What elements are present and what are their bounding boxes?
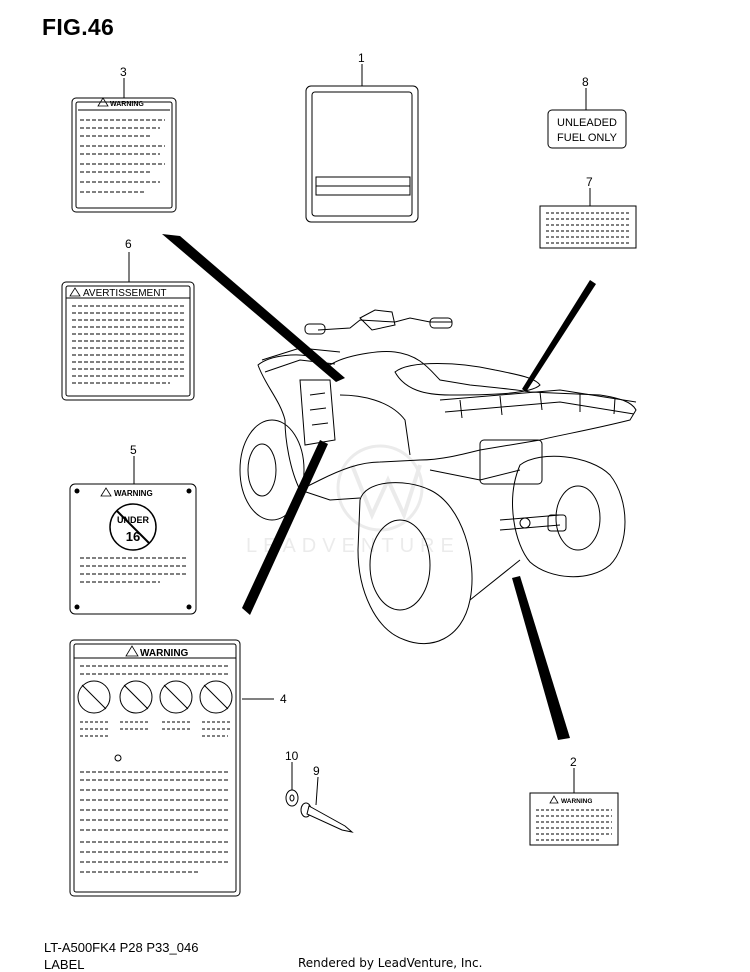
watermark-text: LEADVENTURE	[246, 535, 460, 557]
callout-5: 5	[130, 443, 137, 457]
label-5: WARNING UNDER 16	[69, 483, 197, 615]
warning-triangle-icon	[549, 795, 559, 804]
warning-triangle-icon	[100, 487, 112, 497]
no-passenger-icon	[77, 680, 111, 714]
callout-9: 9	[313, 764, 320, 778]
no-under-age-icon	[159, 680, 193, 714]
callout-10: 10	[285, 749, 299, 763]
label-2-header: WARNING	[561, 798, 592, 805]
pointer-wedge-2	[512, 576, 570, 740]
label-3-header: WARNING	[110, 101, 144, 108]
warning-triangle-icon	[69, 287, 81, 297]
pointer-wedges	[162, 234, 596, 740]
warning-triangle-icon	[125, 645, 139, 657]
section-label: LABEL	[44, 957, 85, 972]
label-4: WARNING	[69, 639, 241, 897]
callout-7: 7	[586, 175, 593, 189]
rendered-by-credit: Rendered by LeadVenture, Inc.	[298, 956, 483, 970]
label-5-under-text: UNDER	[117, 515, 150, 525]
no-alcohol-icon	[199, 680, 233, 714]
label-8: UNLEADED FUEL ONLY	[547, 109, 627, 149]
label-5-age-text: 16	[126, 529, 140, 544]
washer	[285, 789, 299, 807]
pointer-wedge-3	[162, 234, 345, 382]
watermark: LEADVENTURE	[246, 444, 460, 557]
label-7	[539, 205, 637, 249]
pointer-wedge-5	[242, 440, 328, 615]
atv-illustration	[239, 309, 637, 645]
label-4-header: WARNING	[140, 648, 189, 659]
callout-4: 4	[280, 692, 287, 706]
callout-8: 8	[582, 75, 589, 89]
leader-lines	[123, 64, 591, 806]
callout-6: 6	[125, 237, 132, 251]
figure-title: FIG.46	[42, 14, 115, 40]
callout-3: 3	[120, 65, 127, 79]
label-8-line2: FUEL ONLY	[557, 132, 618, 144]
rivet	[300, 802, 354, 833]
no-under-16-icon	[109, 503, 157, 551]
label-6-header: AVERTISSEMENT	[83, 288, 167, 299]
label-2: WARNING	[529, 792, 619, 846]
warning-triangle-icon	[97, 97, 109, 107]
label-1	[305, 85, 419, 223]
label-5-header: WARNING	[114, 489, 153, 498]
pointer-wedge-7	[522, 280, 596, 392]
label-8-line1: UNLEADED	[557, 117, 617, 129]
callout-1: 1	[358, 51, 365, 65]
no-paved-surface-icon	[119, 680, 153, 714]
label-3: WARNING	[71, 97, 177, 213]
callout-numbers: 1 2 3 4 5 6 7 8 9 10	[120, 51, 593, 778]
model-code: LT-A500FK4 P28 P33_046	[44, 940, 199, 955]
callout-2: 2	[570, 755, 577, 769]
label-6: AVERTISSEMENT	[61, 281, 195, 401]
